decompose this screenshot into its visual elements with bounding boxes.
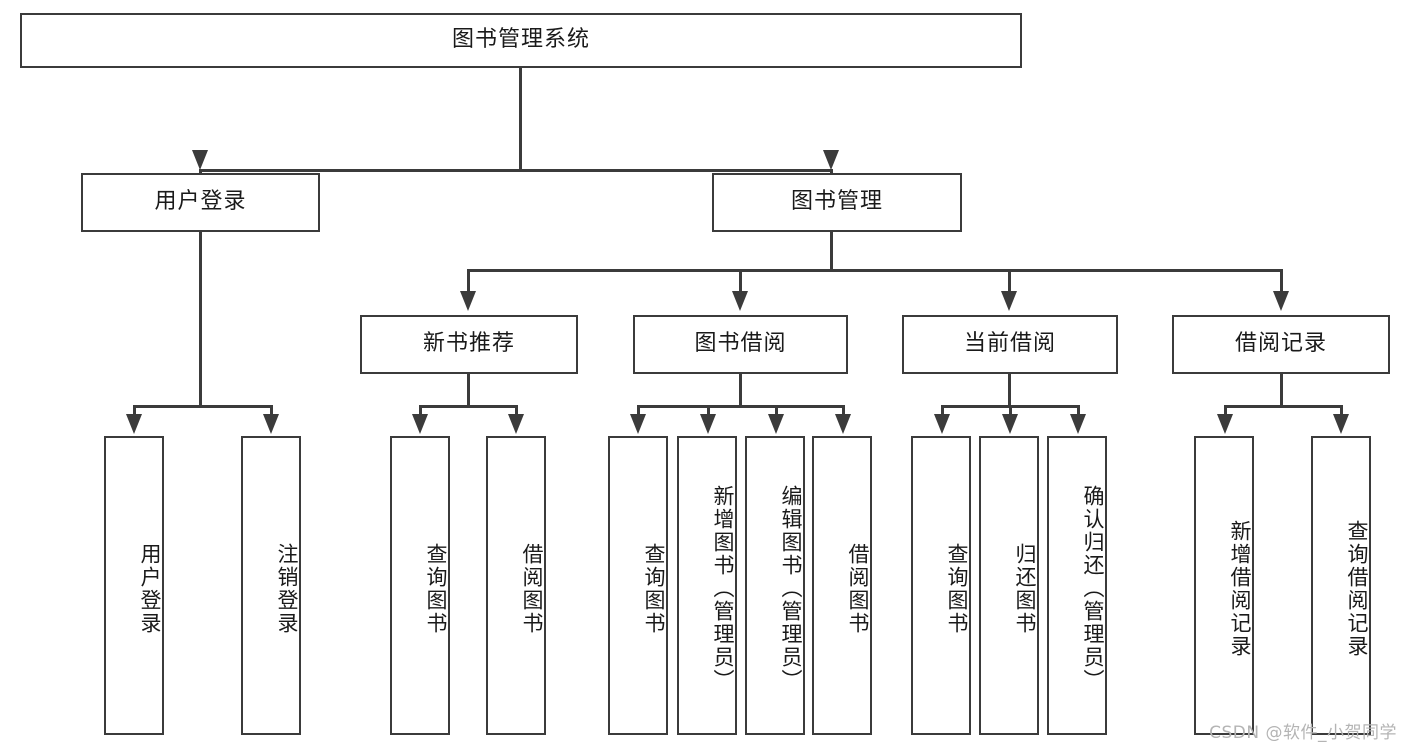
node-borrow-record[interactable]: 借阅记录 — [1172, 315, 1390, 374]
arrowhead-leaf-borrow-book-1 — [508, 414, 524, 434]
edge-bookmgmt-bus — [467, 269, 1282, 272]
edge-newbook-drop-1 — [419, 405, 422, 417]
edge-newbook-drop-2 — [515, 405, 518, 417]
edge-bookmgmt-drop-3 — [1008, 269, 1011, 293]
leaf-return-book[interactable]: 归还图书 — [979, 436, 1039, 735]
edge-userlogin-stem — [199, 232, 202, 408]
arrowhead-leaf-query-book-2 — [630, 414, 646, 434]
node-book-management[interactable]: 图书管理 — [712, 173, 962, 232]
leaf-borrow-book[interactable]: 借阅图书 — [812, 436, 872, 735]
edge-currentborrow-drop-3 — [1077, 405, 1080, 417]
edge-borrowrecord-bus — [1224, 405, 1342, 408]
edge-bookborrow-drop-2 — [707, 405, 710, 417]
arrowhead-leaf-query-book-3 — [934, 414, 950, 434]
edge-userlogin-drop-1 — [133, 405, 136, 417]
node-label: 当前借阅 — [963, 331, 1056, 357]
edge-bookmgmt-drop-4 — [1280, 269, 1283, 293]
edge-bookmgmt-stem — [830, 232, 833, 272]
edge-bookmgmt-drop-2 — [739, 269, 742, 293]
node-label: 确认归还（管理员） — [1081, 485, 1105, 692]
leaf-user-login[interactable]: 用户登录 — [104, 436, 164, 735]
arrowhead-leaf-logout — [263, 414, 279, 434]
arrowhead-book-borrow — [732, 291, 748, 311]
arrowhead-borrow-record — [1273, 291, 1289, 311]
leaf-query-book-borrow[interactable]: 查询图书 — [608, 436, 668, 735]
node-label: 新书推荐 — [422, 331, 515, 357]
edge-bookborrow-drop-4 — [842, 405, 845, 417]
edge-bookborrow-drop-3 — [775, 405, 778, 417]
edge-borrowrecord-stem — [1280, 374, 1283, 408]
node-label: 查询借阅记录 — [1345, 519, 1369, 658]
leaf-confirm-return-admin[interactable]: 确认归还（管理员） — [1047, 436, 1107, 735]
arrowhead-leaf-query-book-1 — [412, 414, 428, 434]
leaf-borrow-book-recommend[interactable]: 借阅图书 — [486, 436, 546, 735]
node-label: 编辑图书（管理员） — [779, 485, 803, 692]
leaf-query-borrow-record[interactable]: 查询借阅记录 — [1311, 436, 1371, 735]
arrowhead-user-login — [192, 150, 208, 170]
leaf-add-book-admin[interactable]: 新增图书（管理员） — [677, 436, 737, 735]
arrowhead-leaf-add-book — [700, 414, 716, 434]
edge-userlogin-drop-2 — [270, 405, 273, 417]
arrowhead-leaf-edit-book — [768, 414, 784, 434]
edge-newbook-bus — [419, 405, 517, 408]
edge-userlogin-bus — [133, 405, 272, 408]
edge-bookborrow-bus — [637, 405, 843, 408]
node-label: 用户登录 — [154, 189, 247, 215]
node-label: 查询图书 — [945, 542, 969, 635]
edge-borrowrecord-drop-1 — [1224, 405, 1227, 417]
arrowhead-book-management — [823, 150, 839, 170]
node-label: 借阅图书 — [846, 542, 870, 635]
node-current-borrow[interactable]: 当前借阅 — [902, 315, 1118, 374]
leaf-query-book-recommend[interactable]: 查询图书 — [390, 436, 450, 735]
node-label: 新增借阅记录 — [1228, 519, 1252, 658]
node-label: 新增图书（管理员） — [711, 485, 735, 692]
arrowhead-current-borrow — [1001, 291, 1017, 311]
node-book-borrow[interactable]: 图书借阅 — [633, 315, 848, 374]
node-label: 借阅记录 — [1234, 331, 1327, 357]
csdn-watermark: CSDN @软件_小贺同学 — [1209, 723, 1397, 743]
node-user-login[interactable]: 用户登录 — [81, 173, 320, 232]
arrowhead-leaf-confirm-return — [1070, 414, 1086, 434]
edge-borrowrecord-drop-2 — [1340, 405, 1343, 417]
arrowhead-new-book-recommend — [460, 291, 476, 311]
leaf-add-borrow-record[interactable]: 新增借阅记录 — [1194, 436, 1254, 735]
edge-bookborrow-drop-1 — [637, 405, 640, 417]
node-label: 图书管理 — [790, 189, 883, 215]
node-label: 用户登录 — [138, 542, 162, 635]
node-label: 借阅图书 — [520, 542, 544, 635]
leaf-edit-book-admin[interactable]: 编辑图书（管理员） — [745, 436, 805, 735]
arrowhead-leaf-user-login — [126, 414, 142, 434]
arrowhead-leaf-borrow-book-2 — [835, 414, 851, 434]
edge-newbook-stem — [467, 374, 470, 408]
edge-bookborrow-stem — [739, 374, 742, 408]
edge-currentborrow-drop-2 — [1009, 405, 1012, 417]
edge-root-stem — [519, 68, 522, 171]
arrowhead-leaf-query-record — [1333, 414, 1349, 434]
node-label: 归还图书 — [1013, 542, 1037, 635]
edge-bookmgmt-drop-1 — [467, 269, 470, 293]
leaf-query-book-current[interactable]: 查询图书 — [911, 436, 971, 735]
edge-root-bus — [199, 169, 831, 172]
node-label: 注销登录 — [275, 542, 299, 635]
leaf-logout[interactable]: 注销登录 — [241, 436, 301, 735]
node-label: 查询图书 — [424, 542, 448, 635]
node-label: 图书管理系统 — [451, 27, 590, 53]
node-label: 查询图书 — [642, 542, 666, 635]
arrowhead-leaf-return-book — [1002, 414, 1018, 434]
node-root-book-management-system[interactable]: 图书管理系统 — [20, 13, 1022, 68]
node-new-book-recommend[interactable]: 新书推荐 — [360, 315, 578, 374]
edge-currentborrow-drop-1 — [941, 405, 944, 417]
edge-currentborrow-stem — [1008, 374, 1011, 408]
arrowhead-leaf-add-record — [1217, 414, 1233, 434]
node-label: 图书借阅 — [694, 331, 787, 357]
